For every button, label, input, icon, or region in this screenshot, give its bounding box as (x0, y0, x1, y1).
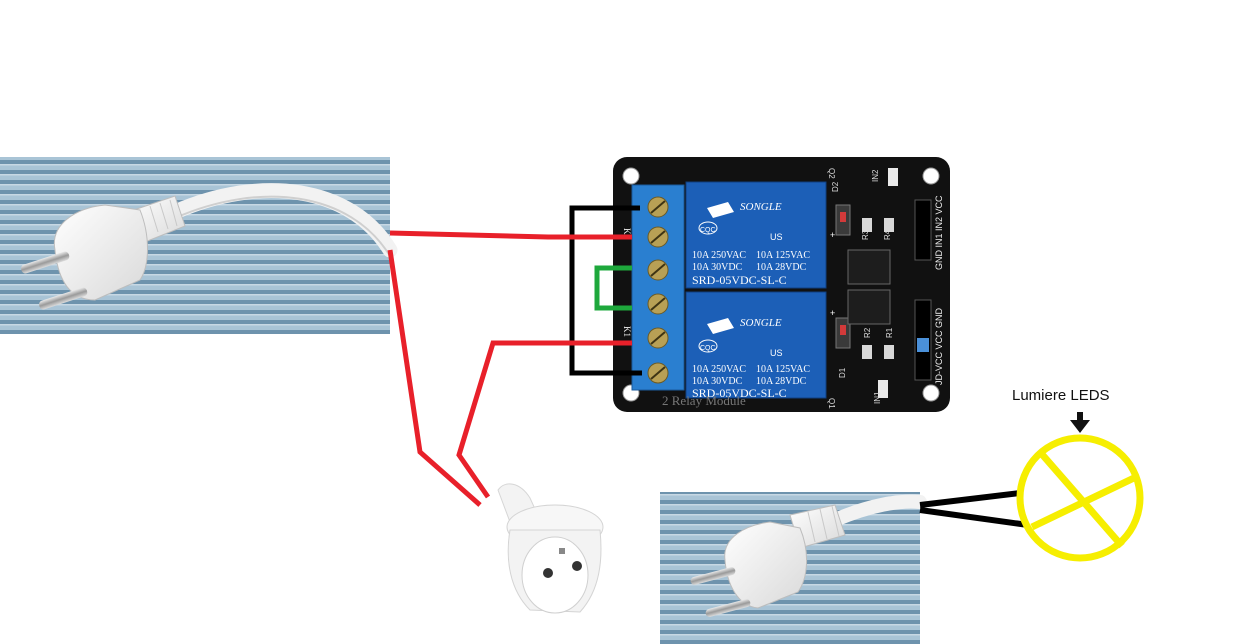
label-in2: IN2 (871, 169, 880, 182)
label-r3: R3 (861, 229, 870, 240)
terminal-screw-slot (650, 331, 666, 345)
plus-mark-top: + (830, 230, 835, 240)
wire-lamp-top (919, 490, 1021, 508)
label-r1: R1 (885, 327, 894, 338)
label-in1: IN1 (873, 391, 882, 404)
relay-top-rating-1: 10A 250VAC (692, 250, 746, 261)
relay-bottom-rating-1: 10A 250VAC (692, 364, 746, 375)
input-plug-photo (0, 157, 398, 334)
wire-neutral-loop (569, 205, 642, 376)
smd-components (835, 168, 932, 398)
terminal-screw-slot (650, 297, 666, 311)
terminal-screw-slot (650, 230, 666, 244)
header-bottom-pins: JD-VCC VCC GND (934, 307, 944, 385)
relay-bottom-model: SRD-05VDC-SL-C (692, 386, 787, 400)
wire-lamp-bottom (919, 507, 1029, 528)
lamp-label: Lumiere LEDS (1012, 387, 1110, 404)
terminal-label-k1: K1 (622, 326, 632, 337)
wire-live-output (456, 340, 632, 499)
relay-top-rating-4: 10A 28VDC (756, 262, 807, 273)
board-label: 2 Relay Module (662, 393, 746, 408)
wire-neutral-output (387, 249, 482, 507)
relay-top-cert-left: CQC (700, 227, 716, 234)
terminal-label-k2: K2 (622, 228, 632, 239)
label-d2: D2 (831, 181, 840, 192)
relay-bottom-rating-4: 10A 28VDC (756, 376, 807, 387)
relay-top-rating-2: 10A 30VDC (692, 262, 743, 273)
relay-top: SONGLE CQC US 10A 250VAC 10A 30VDC 10A 1… (685, 181, 827, 289)
terminal-screw-slot (650, 366, 666, 380)
led-lamp-symbol (1016, 434, 1144, 562)
relay-top-cert-right: US (770, 232, 783, 242)
relay-bottom-rating-2: 10A 30VDC (692, 376, 743, 387)
wire-bridge (594, 265, 632, 311)
label-r4: R4 (883, 229, 892, 240)
terminal-screw-slot (650, 263, 666, 277)
lamp-plug-photo (660, 492, 927, 644)
terminal-block (631, 184, 685, 391)
relay-top-brand: SONGLE (740, 201, 782, 213)
relay-bottom-brand: SONGLE (740, 317, 782, 329)
relay-bottom: SONGLE CQC US 10A 250VAC 10A 30VDC 10A 1… (685, 291, 827, 400)
relay-top-rating-3: 10A 125VAC (756, 250, 810, 261)
relay-bottom-rating-3: 10A 125VAC (756, 364, 810, 375)
relay-top-model: SRD-05VDC-SL-C (692, 273, 787, 287)
wires (387, 205, 1029, 528)
relay-bottom-cert-right: US (770, 348, 783, 358)
wire-live-input (389, 230, 632, 240)
label-q2: Q2 (827, 168, 836, 179)
label-d1: D1 (838, 367, 847, 378)
relay-module: K2 K1 SONGLE CQC US 10A 250VAC 10A 30VDC… (613, 157, 950, 412)
terminal-screw-slot (650, 200, 666, 214)
label-r2: R2 (863, 327, 872, 338)
label-q1: Q1 (827, 398, 836, 409)
relay-bottom-cert-left: CQC (700, 345, 716, 352)
plus-mark-bottom: + (830, 308, 835, 318)
output-socket (497, 483, 604, 614)
header-top-pins: GND IN1 IN2 VCC (934, 195, 944, 270)
arrow-down-icon (1070, 412, 1090, 433)
